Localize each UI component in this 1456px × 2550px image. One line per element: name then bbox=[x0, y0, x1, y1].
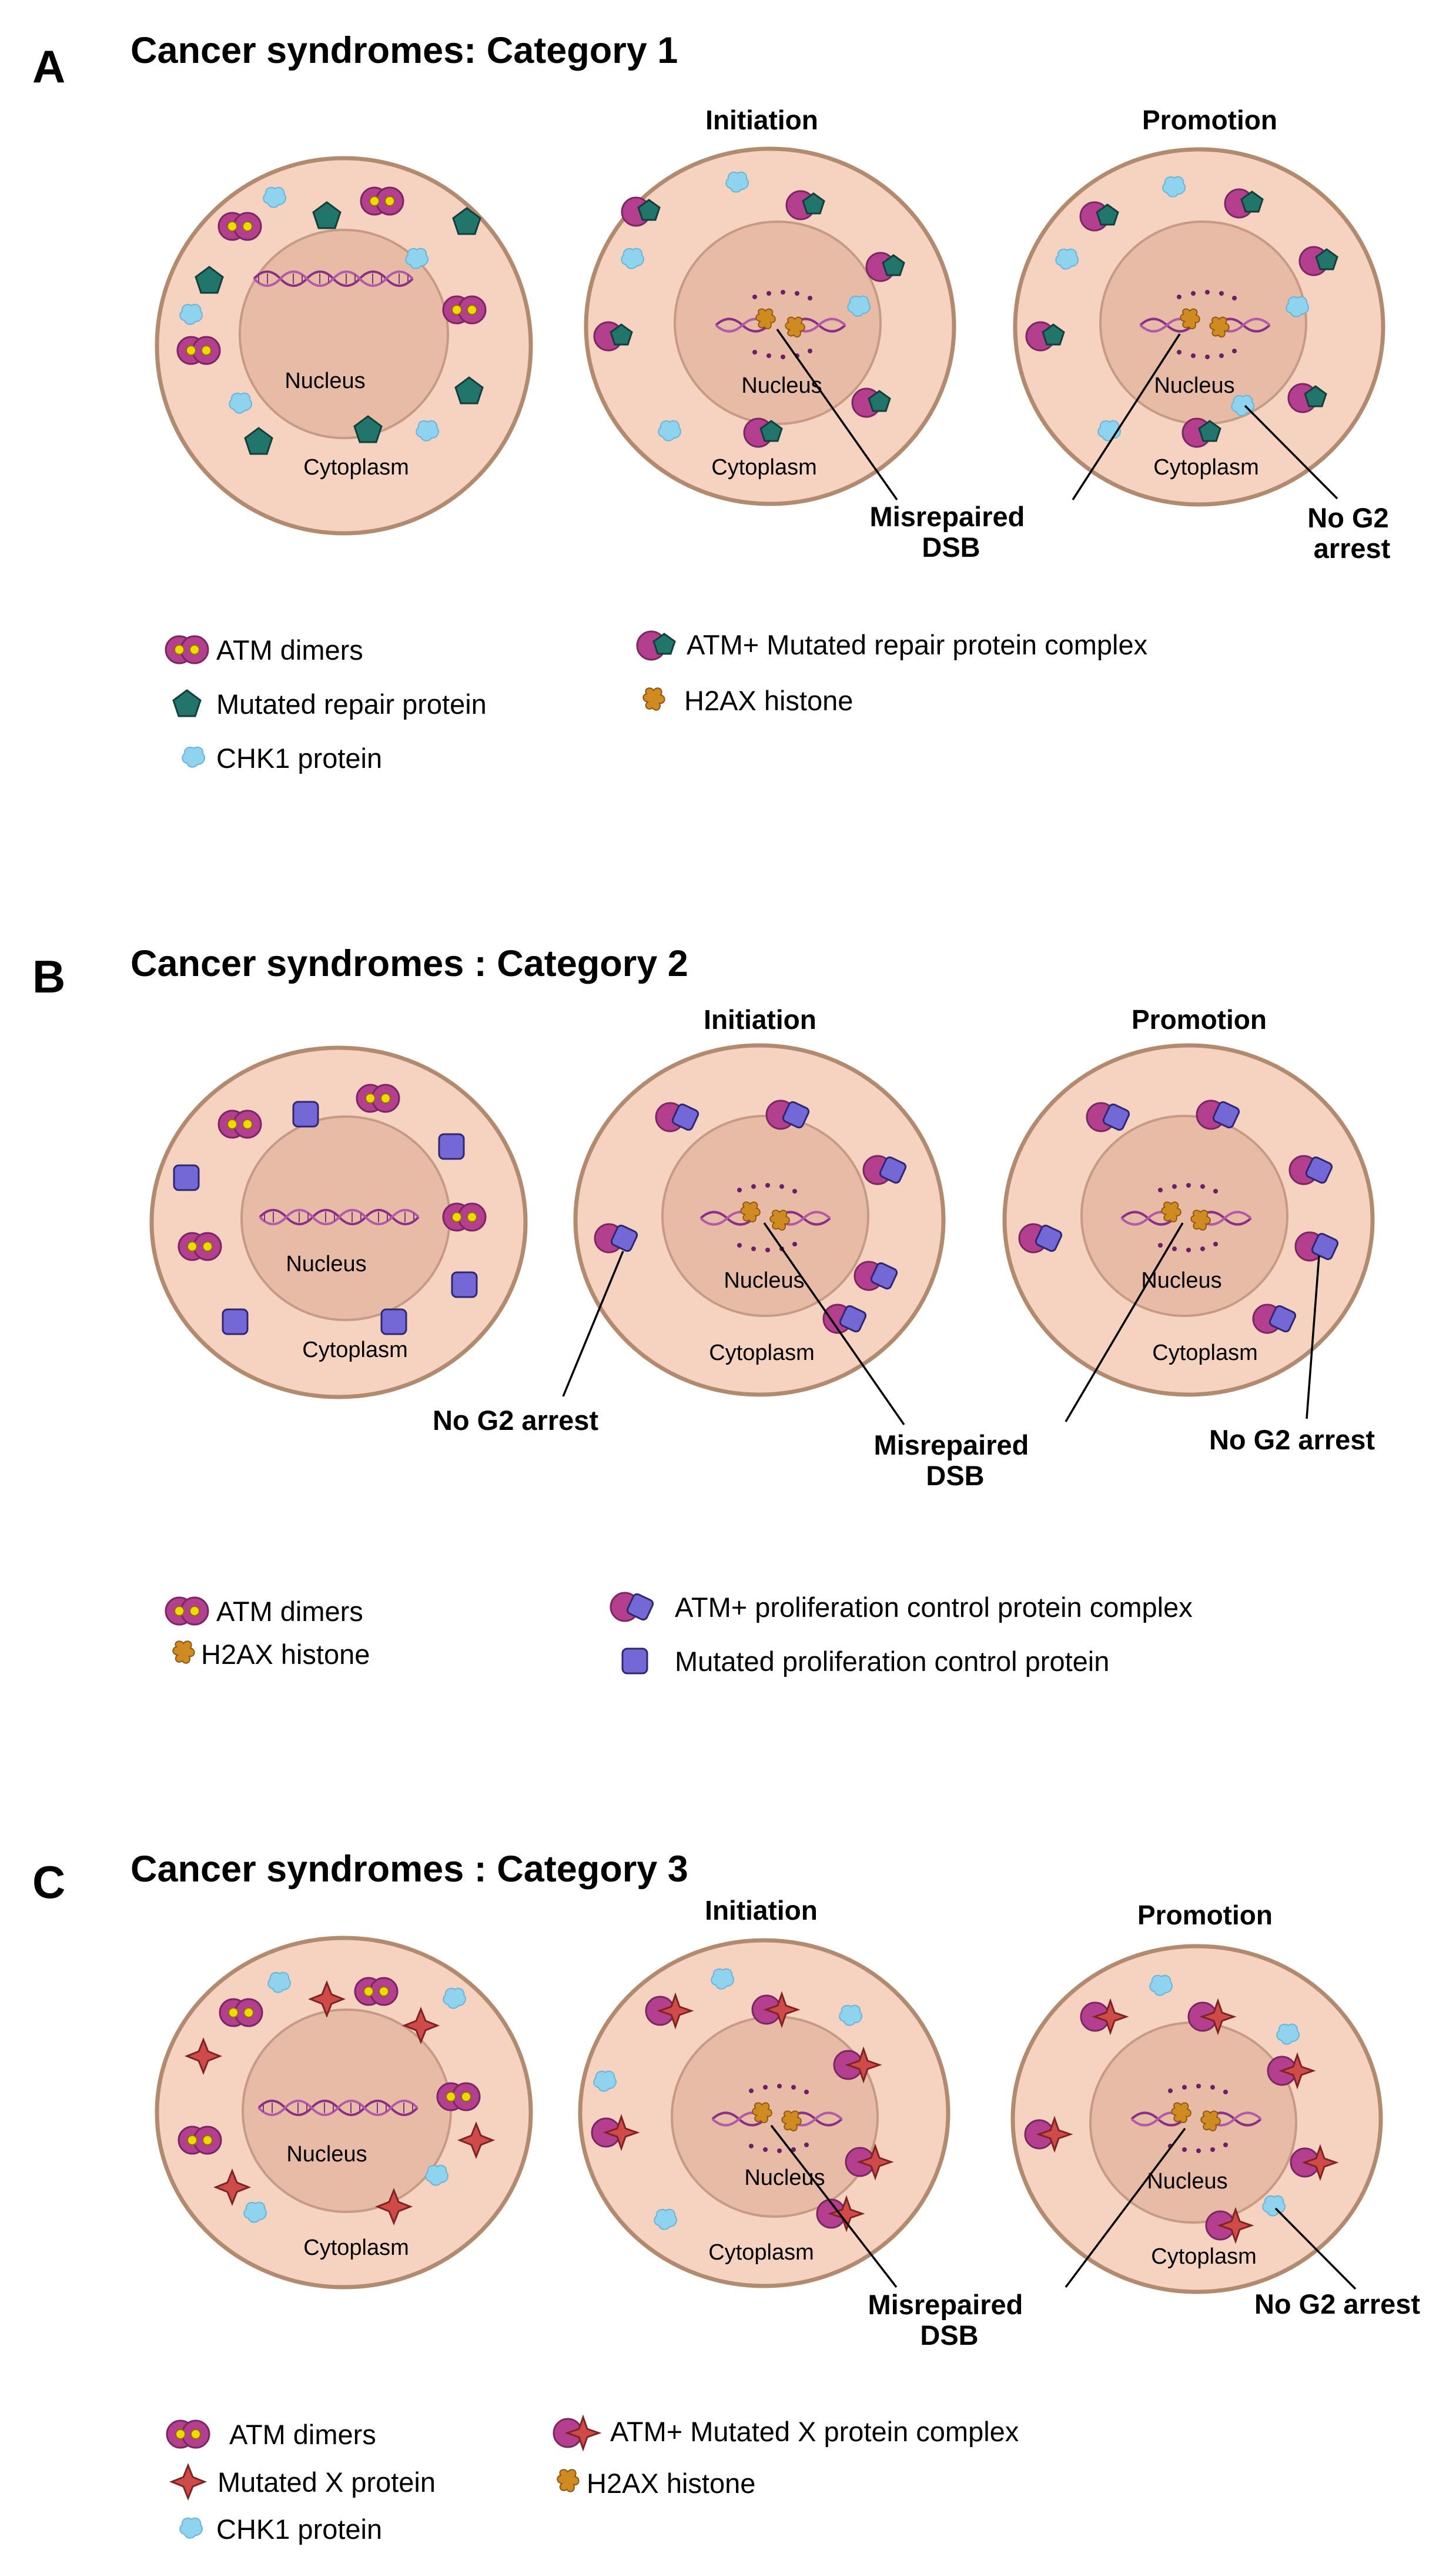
cytoplasm-label: Cytoplasm bbox=[1152, 1341, 1258, 1365]
cytoplasm-label: Cytoplasm bbox=[711, 455, 817, 480]
rounded-square-icon bbox=[621, 1647, 648, 1675]
legend-label: ATM+ proliferation control protein compl… bbox=[675, 1592, 1193, 1623]
cytoplasm-label: Cytoplasm bbox=[303, 2235, 409, 2260]
legend-label: CHK1 protein bbox=[216, 743, 382, 774]
no-g2-arrest-callout: No G2 arrest bbox=[1254, 2288, 1420, 2320]
atm-dimer-icon bbox=[165, 635, 209, 664]
stage-label: Initiation bbox=[704, 1004, 816, 1035]
callout-pointer bbox=[1072, 333, 1181, 500]
stage-label: Initiation bbox=[705, 1895, 818, 1926]
no-g2-arrest-callout: No G2 arrest bbox=[1209, 1424, 1375, 1455]
stage-label: Promotion bbox=[1142, 105, 1277, 135]
nucleus-label: Nucleus bbox=[284, 369, 365, 393]
h2ax-histone-icon bbox=[172, 1640, 195, 1664]
callout-pointer bbox=[770, 2124, 898, 2288]
callout-pointer bbox=[1065, 1222, 1184, 1422]
cell-promotion: Promotion Nucleus Cytoplasm bbox=[1013, 105, 1385, 507]
legend-label: Mutated proliferation control protein bbox=[675, 1646, 1109, 1677]
h2ax-histone-icon bbox=[557, 2469, 580, 2492]
cytoplasm-label: Cytoplasm bbox=[302, 1338, 408, 1362]
cell-promotion: Promotion Nucleus Cytoplasm bbox=[1002, 1004, 1375, 1397]
panel-title: Cancer syndromes: Category 1 bbox=[130, 30, 678, 71]
atm-proliferation-complex-icon bbox=[610, 1592, 655, 1622]
chk1-blob-icon bbox=[182, 746, 206, 768]
atm-dimer-icon bbox=[166, 2419, 210, 2449]
atm-repair-complex-icon bbox=[636, 630, 676, 661]
panel-letter: B bbox=[32, 951, 65, 1002]
legend-label: H2AX histone bbox=[684, 685, 853, 716]
pentagon-icon bbox=[172, 689, 202, 717]
legend: ATM dimers ATM+ Mutated X protein comple… bbox=[166, 2416, 1019, 2545]
atm-x-complex-icon bbox=[553, 2416, 600, 2450]
four-point-star-icon bbox=[170, 2464, 206, 2499]
legend-label: ATM+ Mutated repair protein complex bbox=[687, 629, 1147, 660]
legend-label: H2AX histone bbox=[587, 2468, 755, 2499]
stage-label: Initiation bbox=[705, 105, 818, 135]
nucleus-label: Nucleus bbox=[286, 1252, 366, 1276]
legend-label: Mutated repair protein bbox=[216, 689, 487, 720]
legend-label: ATM dimers bbox=[216, 634, 363, 666]
no-g2-arrest-callout: No G2 arrest bbox=[1307, 502, 1396, 564]
cytoplasm-label: Cytoplasm bbox=[709, 1341, 815, 1365]
callout-pointer bbox=[763, 1222, 905, 1425]
callout-pointer bbox=[1274, 2207, 1357, 2290]
nucleus-label: Nucleus bbox=[724, 1268, 804, 1293]
legend: ATM dimers ATM+ Mutated repair protein c… bbox=[165, 629, 1147, 774]
legend-label: ATM dimers bbox=[216, 1596, 363, 1627]
panel-title: Cancer syndromes : Category 3 bbox=[130, 1849, 688, 1890]
cell-normal: Nucleus Cytoplasm bbox=[155, 156, 533, 536]
misrepaired-dsb-callout: Misrepaired DSB bbox=[870, 501, 1033, 563]
nucleus-label: Nucleus bbox=[286, 2142, 367, 2167]
callout-pointer bbox=[1306, 1255, 1320, 1419]
callout-pointer bbox=[562, 1251, 624, 1397]
stage-label: Promotion bbox=[1137, 1900, 1273, 1930]
legend-label: ATM+ Mutated X protein complex bbox=[610, 2416, 1019, 2447]
no-g2-arrest-callout: No G2 arrest bbox=[433, 1405, 598, 1436]
nucleus bbox=[674, 220, 882, 425]
panel-letter: C bbox=[32, 1856, 65, 1908]
nucleus-label: Nucleus bbox=[1147, 2169, 1227, 2194]
cell-normal: Nucleus Cytoplasm bbox=[149, 1045, 528, 1399]
cytoplasm-label: Cytoplasm bbox=[1151, 2244, 1257, 2269]
legend-label: Mutated X protein bbox=[217, 2467, 436, 2498]
cell-normal: Nucleus Cytoplasm bbox=[155, 1936, 533, 2290]
misrepaired-dsb-callout: Misrepaired DSB bbox=[868, 2289, 1031, 2351]
callout-pointer bbox=[1065, 2127, 1186, 2288]
callout-pointer bbox=[776, 328, 898, 501]
legend-label: ATM dimers bbox=[229, 2419, 376, 2450]
h2ax-histone-icon bbox=[642, 687, 665, 711]
nucleus-label: Nucleus bbox=[741, 373, 822, 398]
panel-a: A Cancer syndromes: Category 1 Nucleus C… bbox=[32, 30, 1396, 774]
nucleus bbox=[1080, 1115, 1288, 1317]
stage-label: Promotion bbox=[1132, 1004, 1267, 1035]
chk1-blob-icon bbox=[179, 2517, 203, 2539]
cell-initiation: Initiation Nucleus Cytoplasm bbox=[578, 1895, 950, 2288]
legend: ATM dimers ATM+ proliferation control pr… bbox=[165, 1592, 1193, 1677]
cell-promotion: Promotion Nucleus Cytoplasm bbox=[1010, 1900, 1383, 2294]
cytoplasm-label: Cytoplasm bbox=[708, 2240, 814, 2265]
nucleus-label: Nucleus bbox=[1154, 373, 1234, 398]
atm-dimer-icon bbox=[165, 1596, 209, 1626]
legend-label: CHK1 protein bbox=[216, 2514, 382, 2545]
panel-letter: A bbox=[32, 41, 65, 92]
legend-label: H2AX histone bbox=[201, 1639, 370, 1670]
callout-pointer bbox=[1244, 405, 1338, 500]
cell-initiation: Initiation Nucleus Cytoplasm bbox=[584, 105, 956, 506]
panel-c: C Cancer syndromes : Category 3 Nucleus … bbox=[32, 1849, 1420, 2545]
panel-title: Cancer syndromes : Category 2 bbox=[130, 943, 688, 984]
cytoplasm-label: Cytoplasm bbox=[303, 455, 409, 480]
misrepaired-dsb-callout: Misrepaired DSB bbox=[874, 1429, 1037, 1491]
cytoplasm-label: Cytoplasm bbox=[1153, 455, 1259, 480]
nucleus bbox=[661, 1115, 869, 1317]
nucleus bbox=[239, 229, 449, 439]
cell-initiation: Initiation Nucleus Cytoplasm bbox=[573, 1004, 946, 1397]
panel-b: B Cancer syndromes : Category 2 Nucleus … bbox=[32, 943, 1375, 1677]
